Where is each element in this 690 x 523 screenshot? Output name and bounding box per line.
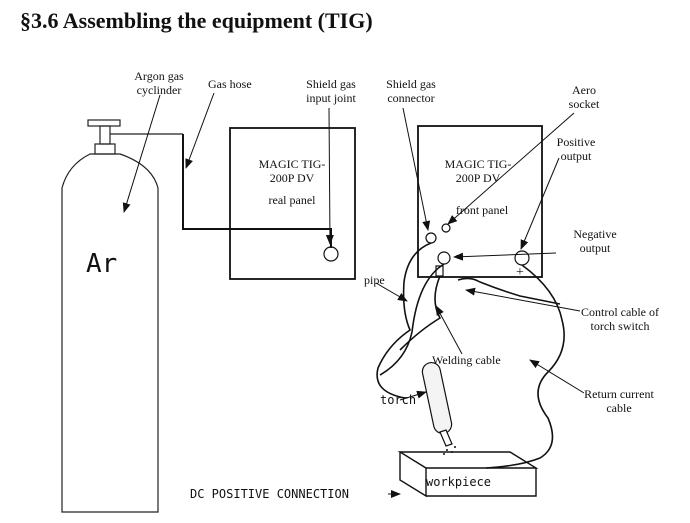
control-cable — [399, 275, 442, 351]
shield-input-label-2: input joint — [306, 91, 356, 105]
cylinder-gas-label: Ar — [86, 249, 118, 279]
leader-pipe — [375, 282, 408, 302]
front-panel-title-2: 200P DV — [455, 171, 501, 185]
torch-side-cable — [457, 277, 561, 305]
front-panel-caption: front panel — [455, 203, 509, 217]
argon-label-1: Argon gas — [134, 69, 184, 83]
rear-panel-caption: real panel — [268, 193, 316, 207]
leader-welding — [435, 305, 463, 355]
arc-sparks — [443, 446, 456, 455]
leader-aero — [447, 112, 575, 225]
shield-connector-label-2: connector — [387, 91, 435, 105]
torch-label: torch — [380, 393, 417, 407]
leader-return — [529, 359, 585, 394]
rear-panel-title-2: 200P DV — [269, 171, 315, 185]
torch-body — [421, 361, 453, 447]
leader-gas-hose — [185, 92, 215, 169]
leader-control — [465, 287, 581, 312]
aero-label-1: Aero — [572, 83, 596, 97]
return-cable-label-2: cable — [606, 401, 632, 415]
aero-socket — [441, 223, 451, 233]
shield-input-label-1: Shield gas — [306, 77, 356, 91]
control-cable-label-1: Control cable of — [581, 305, 659, 319]
shield-connector-label-1: Shield gas — [386, 77, 436, 91]
return-current-cable — [485, 264, 565, 469]
workpiece-block — [397, 451, 539, 498]
gas-hose — [182, 134, 332, 248]
negative-label-1: Negative — [573, 227, 617, 241]
leader-negative — [453, 252, 557, 261]
gas-hose-label: Gas hose — [208, 77, 252, 91]
plus-symbol: + — [516, 265, 524, 280]
front-panel-box — [417, 125, 543, 278]
leader-argon — [122, 94, 161, 213]
leader-shield-input — [325, 107, 334, 245]
rear-panel-box — [229, 127, 356, 280]
leader-torch — [399, 390, 427, 401]
positive-label-1: Positive — [556, 135, 596, 149]
argon-cylinder — [61, 119, 183, 513]
leader-shield-connector — [402, 107, 431, 231]
front-panel-title-1: MAGIC TIG- — [444, 157, 512, 171]
torch-pipe — [376, 242, 432, 399]
shield-gas-connector — [425, 232, 437, 244]
aero-label-2: socket — [568, 97, 600, 111]
positive-label-2: output — [560, 149, 592, 163]
return-cable-label-1: Return current — [584, 387, 654, 401]
negative-label-2: output — [579, 241, 611, 255]
minus-symbol: − — [456, 249, 464, 264]
shield-gas-input-joint — [323, 246, 339, 262]
welding-cable — [379, 263, 445, 376]
control-cable-label-2: torch switch — [590, 319, 650, 333]
pipe-label: pipe — [364, 273, 385, 287]
leader-positive — [520, 157, 560, 250]
connection-caption: DC POSITIVE CONNECTION — [190, 487, 349, 501]
workpiece-label: workpiece — [426, 475, 492, 489]
rear-panel-title-1: MAGIC TIG- — [258, 157, 326, 171]
welding-cable-label: Welding cable — [432, 353, 501, 367]
argon-label-2: cyclinder — [136, 83, 182, 97]
positive-output — [514, 250, 530, 266]
page-title: §3.6 Assembling the equipment (TIG) — [20, 8, 373, 33]
negative-output — [437, 251, 451, 265]
